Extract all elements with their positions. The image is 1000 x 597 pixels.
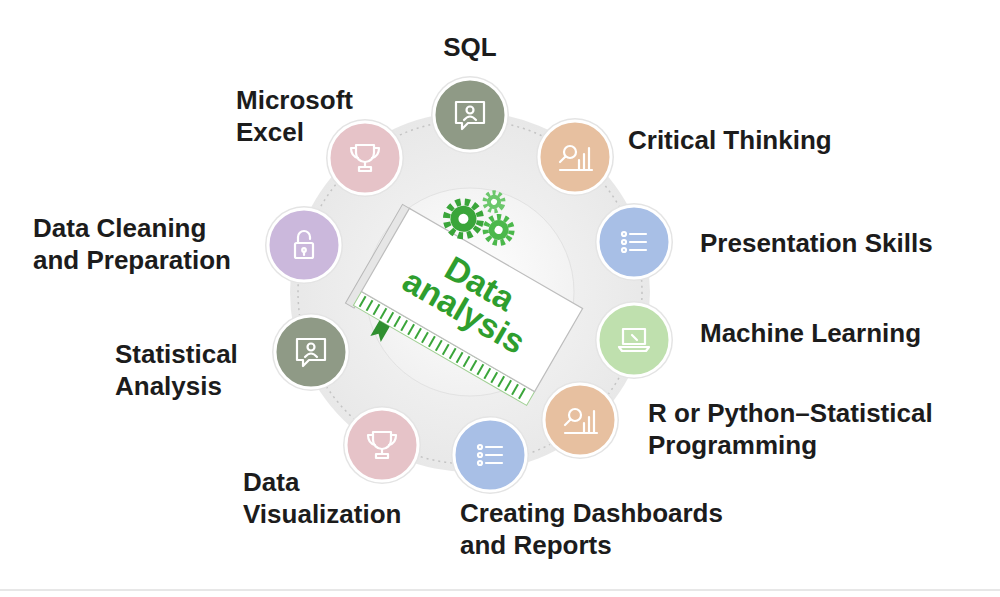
- skill-icon: [351, 145, 379, 171]
- skill-circle: [535, 117, 615, 197]
- skill-circle: [450, 415, 530, 495]
- bookmark-ribbon: [370, 320, 389, 342]
- circle-halo: [431, 76, 509, 154]
- circle-fill: [539, 121, 611, 193]
- skill-node: R or Python–Statistical Programming: [540, 380, 988, 461]
- circle-fill: [268, 209, 340, 281]
- skill-node: Data Visualization: [243, 405, 423, 530]
- skill-label: Data Cleaning and Preparation: [33, 212, 238, 276]
- skill-node: Machine Learning: [594, 300, 921, 380]
- circle-fill: [346, 409, 418, 481]
- skill-label: Critical Thinking: [628, 124, 832, 156]
- circle-halo: [265, 206, 343, 284]
- gear-icon: [440, 196, 486, 242]
- skill-circle: [540, 380, 620, 460]
- circle-halo: [272, 313, 350, 391]
- skill-icon: [560, 146, 592, 170]
- skill-label: Statistical Analysis: [115, 338, 265, 402]
- circle-halo: [536, 118, 614, 196]
- skill-label: Creating Dashboards and Reports: [460, 497, 750, 561]
- circle-halo: [541, 381, 619, 459]
- skill-circle: [264, 205, 344, 285]
- skill-circle: [594, 202, 674, 282]
- circle-halo: [595, 203, 673, 281]
- circle-fill: [434, 79, 506, 151]
- circle-halo: [343, 406, 421, 484]
- skill-icon: [456, 102, 484, 129]
- bottom-rule: [0, 590, 1000, 591]
- gear-icon: [481, 212, 517, 248]
- circle-fill: [598, 206, 670, 278]
- skill-node: Microsoft Excel: [236, 84, 405, 198]
- circle-fill: [598, 304, 670, 376]
- skill-icon: [295, 231, 313, 258]
- circle-halo: [326, 119, 404, 197]
- skill-icon: [622, 232, 646, 252]
- circle-fill: [544, 384, 616, 456]
- skill-node: SQL: [430, 31, 510, 155]
- skill-node: Statistical Analysis: [115, 312, 351, 402]
- skill-label: Machine Learning: [700, 317, 921, 349]
- hub-disc: [290, 112, 650, 472]
- skill-circle: [325, 118, 405, 198]
- skill-circle: [594, 300, 674, 380]
- skill-node: Data Cleaning and Preparation: [33, 205, 344, 285]
- circle-halo: [451, 416, 529, 494]
- skill-label: Microsoft Excel: [236, 84, 376, 148]
- dotted-ring: [298, 120, 642, 464]
- circle-fill: [275, 316, 347, 388]
- gear-icon: [482, 190, 507, 215]
- skill-label: R or Python–Statistical Programming: [648, 397, 988, 461]
- skill-icon: [478, 445, 502, 465]
- skill-label: SQL: [443, 31, 496, 63]
- skill-circle: [430, 75, 510, 155]
- circle-fill: [454, 419, 526, 491]
- skill-node: Presentation Skills: [594, 202, 933, 282]
- circle-halo: [595, 301, 673, 379]
- skill-icon: [565, 409, 597, 433]
- skill-circle: [342, 405, 422, 485]
- skill-label: Presentation Skills: [700, 227, 933, 259]
- skill-label: Data Visualization: [243, 466, 423, 530]
- skill-node: Critical Thinking: [535, 117, 832, 197]
- skill-icon: [619, 329, 649, 351]
- skill-icon: [297, 339, 325, 366]
- skill-node: Creating Dashboards and Reports: [450, 415, 750, 561]
- circle-fill: [329, 122, 401, 194]
- skill-circle: [271, 312, 351, 392]
- skill-icon: [368, 432, 396, 458]
